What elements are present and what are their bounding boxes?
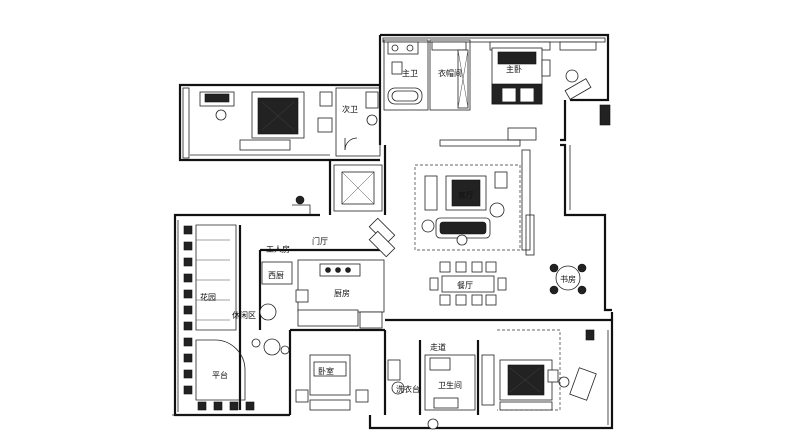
upper-left-bedroom: 次卫 xyxy=(199,87,381,157)
living-room: 客厅 xyxy=(414,149,535,256)
left-lower-wing: 花园 平台 休闲区 工人房 xyxy=(183,224,290,411)
room-label-wash: 洗衣台 xyxy=(396,384,420,394)
room-label-leisure: 休闲区 xyxy=(232,310,256,320)
master-suite: 主卫 衣帽间 主卧 xyxy=(383,39,611,147)
room-label-master-closet: 衣帽间 xyxy=(438,68,462,78)
room-label-master-bedroom: 主卧 xyxy=(506,64,522,74)
planter-column xyxy=(183,225,255,411)
outer-walls xyxy=(172,33,614,430)
room-label-master-bath: 主卫 xyxy=(402,68,418,78)
lower-bedroom: 卧室 xyxy=(295,354,369,411)
room-label-kitchen-upper: 厨房 xyxy=(334,288,350,298)
dining-area: 餐厅 xyxy=(429,261,507,306)
room-label-bath-lower: 卫生间 xyxy=(438,380,462,390)
room-label-bedroom-lower: 卧室 xyxy=(318,366,334,376)
study-area: 书房 xyxy=(549,263,587,295)
room-label-garden: 花园 xyxy=(200,292,216,302)
room-label-living: 客厅 xyxy=(458,190,474,200)
kitchen-area: 门厅 厨房 西厨 xyxy=(261,236,385,329)
central-core xyxy=(292,164,396,258)
room-label-study: 书房 xyxy=(560,274,576,284)
lower-right-bedroom xyxy=(497,329,597,411)
room-label-terrace: 平台 xyxy=(212,370,228,380)
room-label-utility: 工人房 xyxy=(266,244,290,254)
room-label-kitchen-side: 西厨 xyxy=(268,271,284,280)
corridor-wash: 走道 洗衣台 卫生间 xyxy=(387,342,495,430)
room-label-bath-upper: 次卫 xyxy=(342,104,358,114)
room-label-corridor: 走道 xyxy=(430,342,446,352)
room-label-dining: 餐厅 xyxy=(457,281,473,290)
room-label-hallway: 门厅 xyxy=(312,236,328,246)
